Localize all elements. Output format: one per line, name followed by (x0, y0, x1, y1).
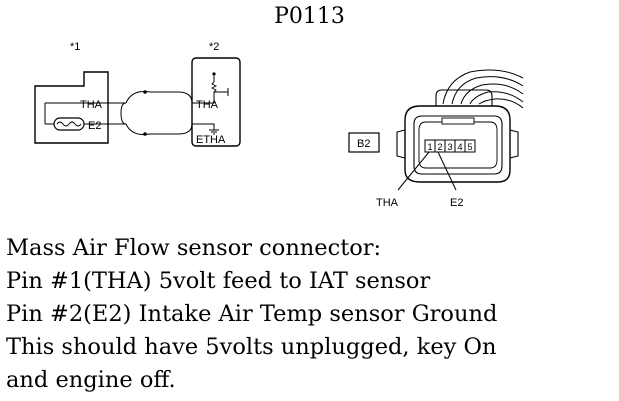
harness-wire (442, 69, 524, 105)
callout-leader-e2 (437, 151, 457, 191)
caption-line: Pin #1(THA) 5volt feed to IAT sensor (6, 268, 431, 294)
ecu-terminal-tha: THA (196, 99, 219, 111)
sensor-terminal-e2: E2 (88, 120, 101, 132)
harness-left-loop (108, 102, 127, 125)
left-marker: *1 (70, 41, 80, 53)
pin-number: 4 (457, 142, 462, 152)
connector-key (441, 117, 475, 125)
page-title: P0113 (274, 4, 345, 29)
harness-wire (478, 98, 524, 109)
pin-number: 2 (437, 142, 442, 152)
harness-bottom-wire (125, 123, 193, 135)
connector-latch-left (396, 129, 406, 159)
pullup-resistor-icon (210, 81, 218, 93)
sensor-outline (34, 71, 109, 144)
caption-line: This should have 5volts unplugged, key O… (6, 334, 497, 360)
callout-tha: THA (376, 197, 399, 209)
ecu-tha-wire (192, 92, 215, 104)
caption-line: and engine off. (6, 367, 176, 393)
harness-wire (469, 91, 524, 105)
harness-node (143, 132, 147, 136)
pin-number: 5 (467, 142, 472, 152)
power-source-icon (212, 72, 216, 76)
harness-wire (451, 76, 524, 105)
harness-top-wire (125, 91, 193, 104)
callout-e2: E2 (450, 197, 463, 209)
pin-number: 3 (447, 142, 452, 152)
pin-number: 1 (427, 142, 432, 152)
caption-line: Pin #2(E2) Intake Air Temp sensor Ground (6, 301, 498, 327)
connector-code: B2 (357, 138, 370, 150)
ecu-terminal-etha: ETHA (196, 134, 226, 146)
harness-node (143, 90, 147, 94)
thermistor-squiggle (56, 121, 82, 127)
connector-code-box (348, 132, 380, 153)
ecu-e2-wire (192, 123, 215, 130)
harness-wire (460, 83, 524, 105)
connector-latch-right (509, 129, 519, 159)
connector-face (413, 115, 503, 175)
callout-leader-tha (397, 151, 430, 191)
ecu-outline (191, 57, 241, 147)
right-marker: *2 (209, 41, 219, 53)
ground-icon (209, 129, 219, 135)
connector-face-inner (418, 121, 498, 169)
sensor-terminal-tha: THA (80, 99, 103, 111)
caption: Mass Air Flow sensor connector: Pin #1(T… (6, 232, 616, 397)
pin-cell (464, 139, 476, 153)
connector-boot (435, 89, 493, 106)
caption-line: Mass Air Flow sensor connector: (6, 235, 382, 261)
